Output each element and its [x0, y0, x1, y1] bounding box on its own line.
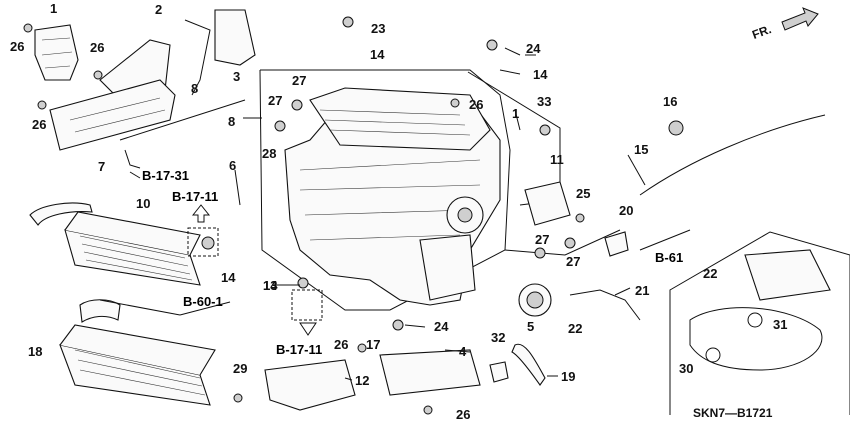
part-label-26: 26	[90, 40, 105, 55]
part-label-12: 12	[355, 373, 370, 388]
bracket-line-lower-right	[504, 229, 621, 256]
part-16-clip	[668, 120, 684, 136]
part-label-14: 14	[533, 67, 548, 82]
part-label-11: 1	[50, 1, 58, 16]
reference-b-60-1[interactable]: B-60-1	[183, 294, 223, 309]
part-label-26: 26	[10, 39, 25, 54]
part-label-5: 5	[527, 319, 535, 334]
part-32-clip	[489, 361, 509, 383]
part-label-27: 27	[268, 93, 283, 108]
part-12-lower-case	[264, 359, 356, 411]
part-label-31: 31	[773, 317, 788, 332]
part-label-27: 27	[535, 232, 550, 247]
ref-dashed-box-1	[187, 227, 219, 257]
part-label-8: 8	[228, 114, 236, 129]
heater-unit-case	[284, 87, 501, 306]
ref-dashed-box-2	[291, 289, 323, 321]
part-label-19: 19	[561, 369, 576, 384]
part-10-heater-core	[29, 202, 201, 286]
part-label-14: 13	[263, 278, 278, 293]
part-label-2: 2	[155, 2, 163, 17]
part-label-13: 11	[550, 152, 564, 167]
part-15-cable	[639, 114, 826, 196]
reference-b-61[interactable]: B-61	[655, 250, 684, 265]
part-13-actuator	[524, 181, 571, 226]
part-label-14: 14	[370, 47, 385, 62]
part-4-cover	[379, 349, 481, 396]
part-label-26: 26	[32, 117, 47, 132]
part-label-21: 21	[635, 283, 650, 298]
ref-leader-b1731	[129, 171, 141, 179]
part-18-evaporator	[59, 299, 216, 406]
part-label-26: 26	[456, 407, 471, 422]
part-label-9: 8	[191, 81, 199, 96]
reference-b-17-11-upper[interactable]: B-17-11	[172, 189, 219, 204]
part-30-clip	[705, 347, 721, 363]
screws	[23, 16, 585, 415]
part-label-14: 14	[263, 278, 278, 293]
part-label-26: 26	[469, 97, 484, 112]
reference-b-17-31[interactable]: B-17-31	[142, 168, 189, 183]
ref-leader-b60b	[179, 301, 231, 316]
part-label-18: 18	[28, 344, 43, 359]
ref-arrow-down	[299, 322, 317, 336]
front-direction-arrow-icon	[781, 7, 819, 31]
part-11-mode-actuator	[34, 24, 79, 81]
part-label-3: 3	[233, 69, 241, 84]
part-label-20: 20	[619, 203, 634, 218]
part-label-28: 28	[262, 146, 277, 161]
part-19-hose	[511, 343, 546, 386]
part-label-6: 6	[229, 158, 237, 173]
part-label-25: 25	[576, 186, 591, 201]
part-label-24: 24	[434, 319, 449, 334]
part-label-17: 17	[366, 337, 381, 352]
inset-harness-box	[669, 231, 850, 415]
part-label-32: 32	[491, 330, 506, 345]
part-9-cable	[184, 19, 211, 96]
part-label-16: 16	[663, 94, 678, 109]
part-3-bracket	[214, 9, 256, 66]
part-label-24: 24	[526, 41, 541, 56]
upper-duct-assembly	[49, 79, 176, 151]
ref-leader-b61	[639, 229, 691, 251]
part-label-33: 33	[537, 94, 552, 109]
inset-unit-ghost	[744, 249, 831, 301]
part-label-10: 10	[136, 196, 151, 211]
part-20-sensor	[604, 231, 629, 257]
part-label-23: 22	[703, 266, 718, 281]
leader-lines	[234, 47, 646, 381]
ref-leader-b60	[99, 299, 181, 316]
part-7-clip	[124, 149, 141, 169]
part-31-clip	[747, 312, 763, 328]
part-23-harness	[689, 307, 823, 371]
part-label-4: 4	[459, 344, 467, 359]
part-label-26: 26	[334, 337, 349, 352]
part-label-29: 29	[233, 361, 248, 376]
ref-arrow-up	[191, 204, 211, 223]
part-label-24: 23	[371, 21, 386, 36]
part-label-27: 27	[292, 73, 307, 88]
part-label-14: 14	[221, 270, 236, 285]
part-label-15: 15	[634, 142, 649, 157]
part-21-harness	[569, 289, 641, 321]
reference-b-17-11-lower[interactable]: B-17-11	[276, 342, 323, 357]
part-label-30: 30	[679, 361, 694, 376]
diagram-code: SKN7—B1721	[693, 406, 773, 420]
part-label-27: 27	[566, 254, 581, 269]
part-label-1: 1	[512, 106, 520, 121]
part-label-22: 22	[568, 321, 583, 336]
seal-strip	[119, 99, 246, 141]
part-label-7: 7	[98, 159, 106, 174]
